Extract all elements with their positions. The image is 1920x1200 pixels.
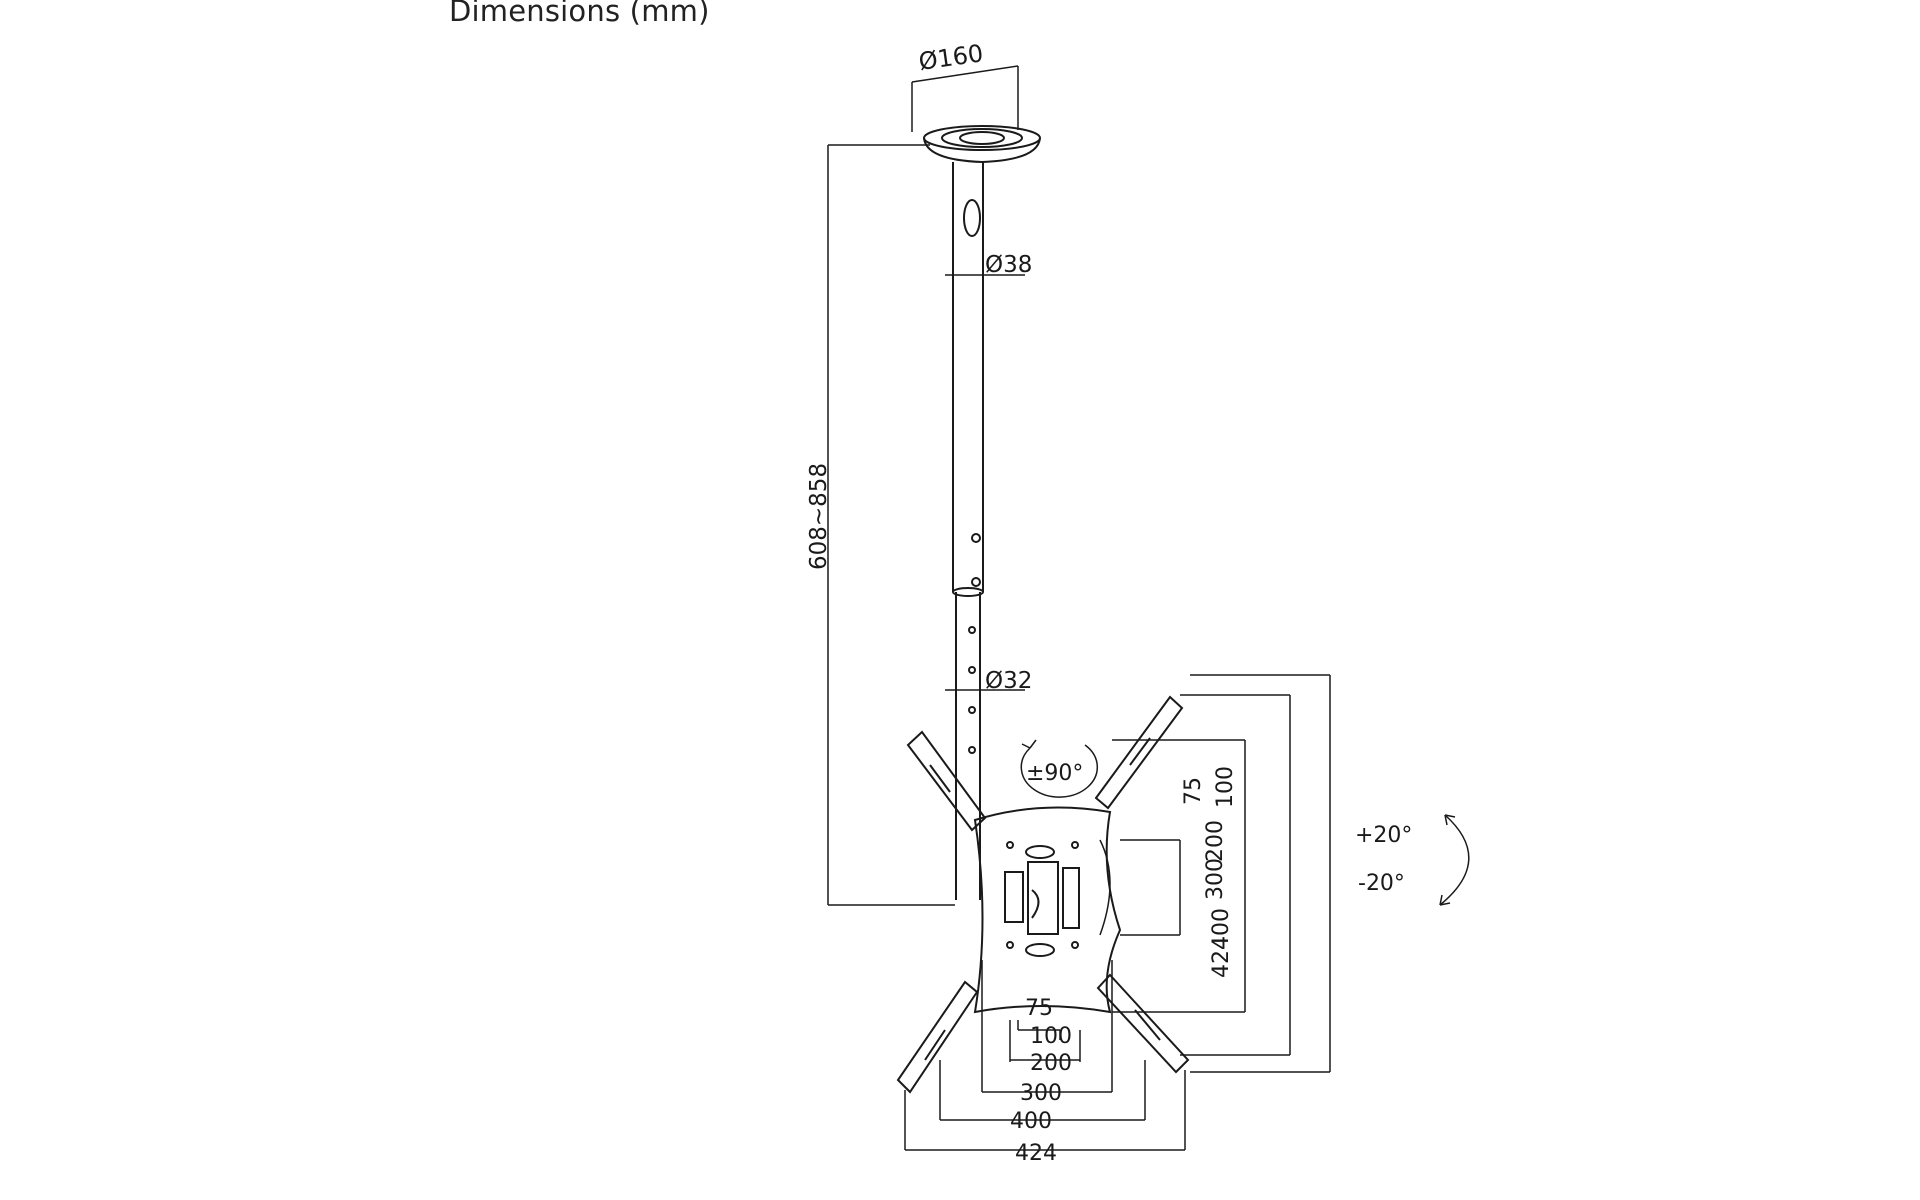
vesa-plate — [973, 806, 1122, 1014]
horizontal-dimensions — [904, 960, 1186, 1151]
v-dim-75-label: 75 — [1181, 777, 1206, 805]
v-dim-200-label: 200 — [1203, 820, 1228, 862]
lower-pole-diameter-label: Ø32 — [985, 668, 1032, 694]
upper-pole-diameter-label: Ø38 — [985, 252, 1032, 278]
plate-diameter-label: Ø160 — [917, 39, 985, 76]
plate-diameter-dimension — [911, 65, 1019, 132]
h-dim-400-label: 400 — [1010, 1109, 1052, 1134]
v-dim-424-label: 424 — [1209, 936, 1234, 978]
tilt-down-label: -20° — [1358, 871, 1405, 896]
upper-pole — [945, 162, 1025, 597]
vertical-dimensions — [1099, 674, 1331, 1073]
ceiling-plate — [923, 125, 1041, 164]
tilt-up-label: +20° — [1355, 823, 1412, 848]
drop-height-dimension — [827, 144, 955, 906]
bracket-arm-bottom-left — [896, 980, 979, 1094]
h-dim-100-label: 100 — [1030, 1024, 1072, 1049]
bracket-arm-top-right — [1094, 695, 1184, 810]
h-dim-200-label: 200 — [1030, 1051, 1072, 1076]
bracket-arm-bottom-right — [1096, 973, 1190, 1074]
lower-pole — [945, 592, 1025, 900]
v-dim-100-label: 100 — [1213, 766, 1238, 808]
bracket-arm-top-left — [906, 730, 987, 832]
tilt-indicator — [1439, 814, 1470, 906]
h-dim-300-label: 300 — [1020, 1081, 1062, 1106]
swivel-label: ±90° — [1026, 761, 1083, 786]
v-dim-400-label: 400 — [1209, 908, 1234, 950]
swivel-indicator — [1020, 739, 1099, 798]
diagram-title: Dimensions (mm) — [449, 0, 710, 28]
drop-height-label: 608~858 — [806, 463, 832, 570]
h-dim-424-label: 424 — [1015, 1141, 1057, 1166]
v-dim-300-label: 300 — [1203, 858, 1228, 900]
h-dim-75-label: 75 — [1025, 996, 1053, 1021]
